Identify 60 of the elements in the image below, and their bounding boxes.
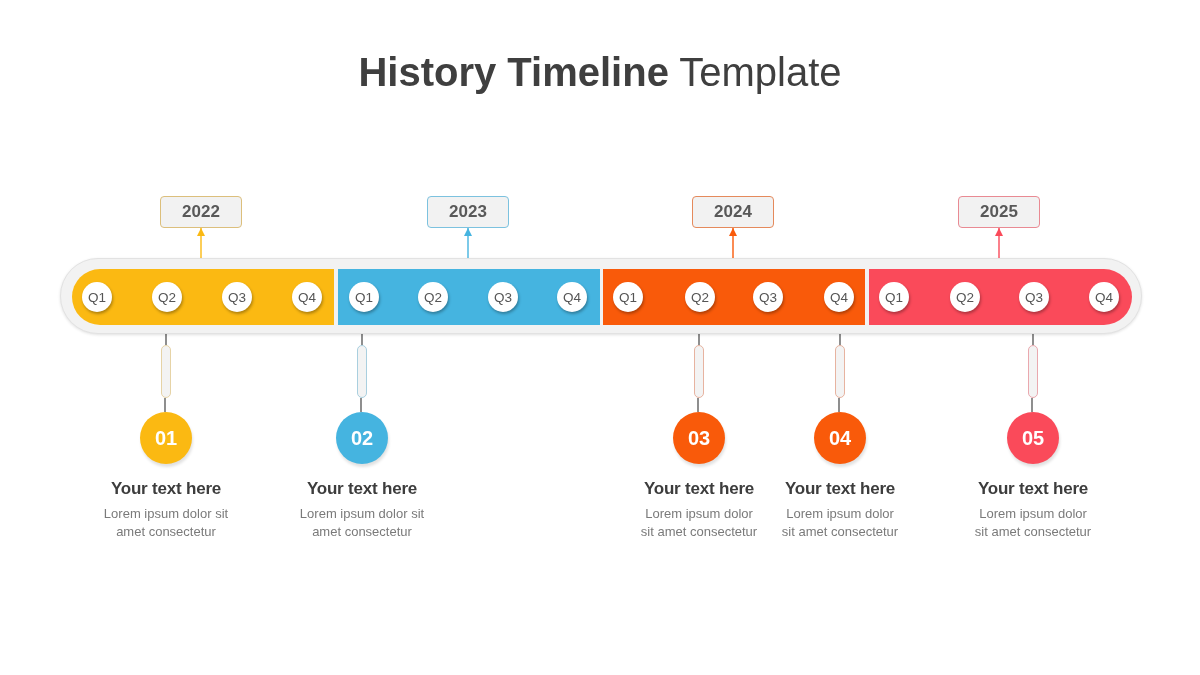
- timeline-segment: [603, 269, 865, 325]
- connector-line: [1031, 397, 1033, 413]
- timeline-track: [60, 258, 1142, 334]
- step-marker: 03: [673, 412, 725, 464]
- connector-line: [165, 333, 167, 346]
- item-heading: Your text here: [110, 478, 222, 500]
- quarter-marker: Q1: [82, 282, 112, 312]
- item-heading: Your text here: [784, 478, 896, 500]
- quarter-marker: Q2: [950, 282, 980, 312]
- arrow: [197, 227, 205, 259]
- item-description: Lorem ipsum dolor sit amet consectetur: [102, 505, 230, 541]
- year-tag: 2024: [692, 196, 774, 228]
- timeline-segment: [72, 269, 334, 325]
- item-description: Lorem ipsum dolor sit amet consectetur: [973, 505, 1093, 541]
- year-tag: 2023: [427, 196, 509, 228]
- connector-capsule: [1028, 345, 1038, 398]
- timeline-segment: [869, 269, 1132, 325]
- connector-capsule: [357, 345, 367, 398]
- connector-capsule: [161, 345, 171, 398]
- item-description: Lorem ipsum dolor sit amet consectetur: [639, 505, 759, 541]
- arrow: [729, 227, 737, 259]
- connector-line: [698, 333, 700, 346]
- quarter-marker: Q4: [557, 282, 587, 312]
- quarter-marker: Q2: [152, 282, 182, 312]
- connector-line: [360, 397, 362, 413]
- connector-capsule: [694, 345, 704, 398]
- title: History Timeline Template: [357, 49, 843, 96]
- quarter-marker: Q3: [753, 282, 783, 312]
- quarter-marker: Q4: [292, 282, 322, 312]
- item-description: Lorem ipsum dolor sit amet consectetur: [780, 505, 900, 541]
- quarter-marker: Q2: [418, 282, 448, 312]
- item-description: Lorem ipsum dolor sit amet consectetur: [298, 505, 426, 541]
- year-tag: 2025: [958, 196, 1040, 228]
- arrow: [995, 227, 1003, 259]
- item-heading: Your text here: [306, 478, 418, 500]
- quarter-marker: Q3: [1019, 282, 1049, 312]
- quarter-marker: Q4: [824, 282, 854, 312]
- year-tag: 2022: [160, 196, 242, 228]
- step-marker: 01: [140, 412, 192, 464]
- step-marker: 05: [1007, 412, 1059, 464]
- connector-capsule: [835, 345, 845, 398]
- quarter-marker: Q1: [349, 282, 379, 312]
- item-heading: Your text here: [643, 478, 755, 500]
- quarter-marker: Q3: [488, 282, 518, 312]
- arrow: [464, 227, 472, 259]
- quarter-marker: Q1: [613, 282, 643, 312]
- quarter-marker: Q2: [685, 282, 715, 312]
- connector-line: [361, 333, 363, 346]
- connector-line: [839, 333, 841, 346]
- connector-line: [1032, 333, 1034, 346]
- timeline-segment: [338, 269, 600, 325]
- item-heading: Your text here: [977, 478, 1089, 500]
- connector-line: [838, 397, 840, 413]
- step-marker: 02: [336, 412, 388, 464]
- step-marker: 04: [814, 412, 866, 464]
- quarter-marker: Q4: [1089, 282, 1119, 312]
- quarter-marker: Q3: [222, 282, 252, 312]
- connector-line: [164, 397, 166, 413]
- connector-line: [697, 397, 699, 413]
- quarter-marker: Q1: [879, 282, 909, 312]
